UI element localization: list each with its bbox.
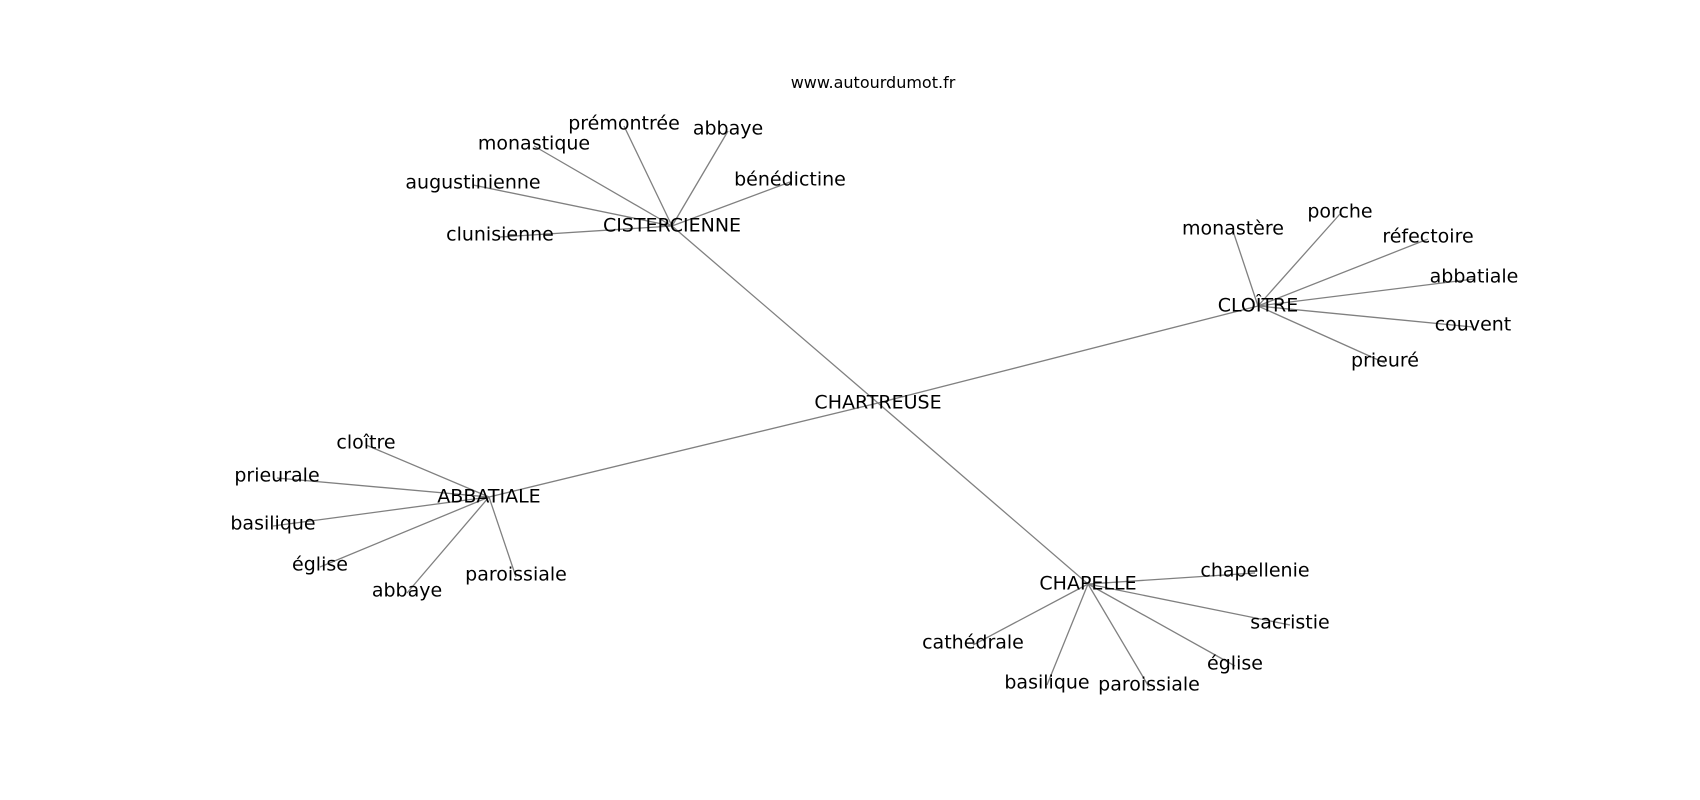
- hub-node-label-cloitre: CLOÎTRE: [1218, 294, 1299, 317]
- leaf-node-label-cloitre-porche: porche: [1307, 201, 1372, 223]
- edge-chapelle-eglise: [1087, 583, 1236, 667]
- edge-chapelle-basilique: [1046, 583, 1089, 686]
- leaf-node-label-cistercienne-benedictine: bénédictine: [734, 169, 846, 191]
- edge-abbatiale-basilique: [272, 496, 490, 527]
- leaf-node-label-cistercienne-abbaye: abbaye: [693, 118, 763, 140]
- leaf-node-label-abbatiale-abbaye: abbaye: [372, 580, 442, 602]
- source-watermark: www.autourdumot.fr: [791, 73, 956, 92]
- edge-cistercienne-abbaye: [671, 130, 729, 227]
- leaf-node-label-cistercienne-monastique: monastique: [478, 133, 590, 155]
- edge-cloitre-refectoire: [1257, 238, 1429, 307]
- edge-chapelle-paroissiale: [1087, 583, 1150, 688]
- edge-cistercienne-premontree: [623, 125, 673, 227]
- leaf-node-label-abbatiale-basilique: basilique: [230, 513, 315, 535]
- edge-abbatiale-prieurale: [276, 477, 490, 498]
- leaf-node-label-abbatiale-paroissiale: paroissiale: [465, 564, 567, 586]
- hub-node-label-abbatiale: ABBATIALE: [437, 486, 540, 508]
- leaf-node-label-cistercienne-clunisienne: clunisienne: [446, 224, 554, 246]
- edge-cloitre-couvent: [1257, 305, 1474, 328]
- edge-cloitre-porche: [1257, 213, 1341, 307]
- edge-cistercienne-benedictine: [671, 181, 791, 227]
- leaf-node-label-cistercienne-augustinienne: augustinienne: [405, 172, 540, 194]
- edge-abbatiale-abbaye: [406, 496, 490, 594]
- edge-center-cloitre: [877, 305, 1259, 404]
- leaf-node-label-cloitre-prieure: prieuré: [1351, 350, 1419, 372]
- leaf-node-label-cloitre-abbatiale: abbatiale: [1430, 266, 1519, 288]
- leaf-node-label-abbatiale-cloitre: cloître: [336, 432, 395, 454]
- hub-node-label-chapelle: CHAPELLE: [1039, 573, 1136, 595]
- edge-center-abbatiale: [488, 402, 879, 498]
- leaf-node-label-cloitre-monastere: monastère: [1182, 218, 1284, 240]
- edge-abbatiale-cloitre: [365, 444, 490, 498]
- edge-abbatiale-eglise: [319, 496, 490, 568]
- edge-cistercienne-monastique: [533, 145, 673, 227]
- leaf-node-label-cloitre-refectoire: réfectoire: [1382, 226, 1473, 248]
- edge-cistercienne-clunisienne: [499, 225, 673, 238]
- edge-cistercienne-augustinienne: [472, 184, 673, 227]
- edge-cloitre-monastere: [1232, 230, 1259, 307]
- leaf-node-label-chapelle-eglise: église: [1207, 653, 1263, 675]
- leaf-node-label-abbatiale-prieurale: prieurale: [234, 465, 319, 487]
- edge-chapelle-cathedrale: [972, 583, 1089, 646]
- leaf-node-label-cloitre-couvent: couvent: [1435, 314, 1512, 336]
- center-node-label: CHARTREUSE: [814, 392, 941, 414]
- hub-node-label-cistercienne: CISTERCIENNE: [603, 215, 741, 237]
- edge-cloitre-abbatiale: [1257, 278, 1475, 307]
- edge-center-cistercienne: [671, 225, 879, 404]
- edge-center-chapelle: [877, 402, 1089, 585]
- graph-edges: [272, 125, 1475, 688]
- leaf-node-label-abbatiale-eglise: église: [292, 554, 348, 576]
- leaf-node-label-chapelle-cathedrale: cathédrale: [922, 632, 1024, 654]
- leaf-node-label-chapelle-sacristie: sacristie: [1250, 612, 1329, 634]
- leaf-node-label-chapelle-paroissiale: paroissiale: [1098, 674, 1200, 696]
- edge-cloitre-prieure: [1257, 305, 1386, 364]
- leaf-node-label-chapelle-basilique: basilique: [1004, 672, 1089, 694]
- edge-chapelle-sacristie: [1087, 583, 1291, 626]
- edge-abbatiale-paroissiale: [488, 496, 517, 578]
- leaf-node-label-cistercienne-premontree: prémontrée: [568, 113, 680, 135]
- leaf-node-label-chapelle-chapellenie: chapellenie: [1200, 560, 1309, 582]
- graph-labels: CHARTREUSE CISTERCIENNE prémontrée abbaye mo…: [230, 113, 1518, 696]
- edge-chapelle-chapellenie: [1087, 572, 1256, 585]
